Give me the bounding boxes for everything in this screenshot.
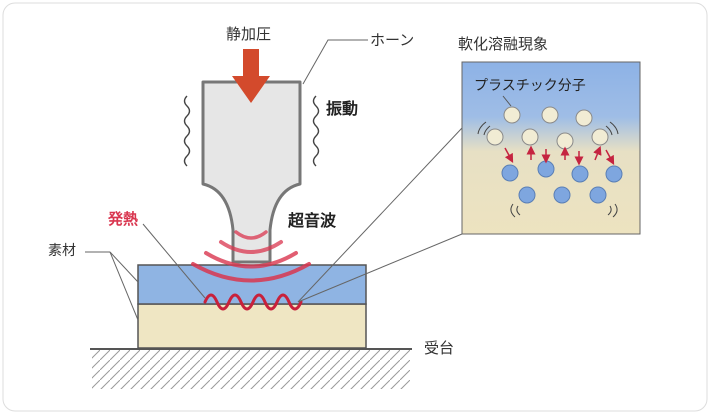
heat-label: 発熱 (107, 210, 138, 228)
vibration-ticks (477, 121, 619, 218)
horn-label: ホーン (370, 31, 414, 49)
plastic-molecule-label: プラスチック分子 (474, 78, 586, 94)
molecule (575, 109, 593, 127)
anvil-label: 受台 (424, 339, 454, 357)
molecule (518, 186, 536, 204)
molecule (589, 186, 607, 204)
molecule (503, 106, 521, 124)
lower-molecules (501, 160, 623, 204)
movement-arrows (504, 145, 615, 166)
plastic-molecule-leader (502, 95, 512, 107)
leader-lines (85, 39, 463, 321)
panel-background (461, 61, 641, 235)
heat-wave (203, 293, 303, 311)
softening-title: 軟化溶融現象 (458, 35, 548, 53)
molecule (591, 128, 609, 146)
wavy-line-icon (183, 95, 191, 167)
molecule-panel: プラスチック分子 (461, 61, 641, 235)
upper-molecules (486, 106, 609, 150)
horn (201, 80, 302, 264)
molecule (501, 164, 519, 182)
molecule (571, 165, 589, 183)
molecule (541, 106, 559, 124)
bottom-material-layer (137, 303, 367, 349)
ultrasonic-label: 超音波 (287, 211, 337, 230)
molecule (521, 128, 539, 146)
wavy-line-icon (312, 95, 320, 167)
horn-body (201, 80, 302, 264)
ultrasonic-waves (191, 230, 311, 283)
molecule (556, 132, 574, 150)
molecule (486, 128, 504, 146)
static-pressure-label: 静加圧 (226, 25, 271, 43)
molecule (553, 186, 571, 204)
molecule (605, 165, 623, 183)
top-material-layer (137, 264, 367, 305)
vibration-label: 振動 (326, 99, 358, 118)
down-arrow-icon (232, 49, 270, 103)
material-label: 素材 (48, 243, 76, 259)
molecule (537, 160, 555, 178)
anvil-hatch (92, 349, 410, 389)
anvil (90, 348, 412, 389)
